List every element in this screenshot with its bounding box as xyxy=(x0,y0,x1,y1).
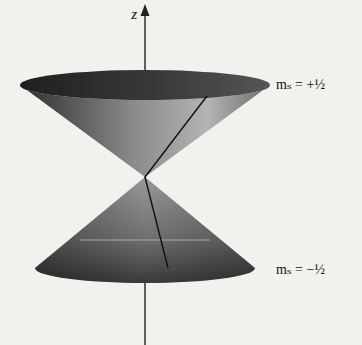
upper-cone-rim xyxy=(20,70,270,100)
quantum-number-label: mₛ = +½ xyxy=(276,77,325,92)
lower-cone xyxy=(35,177,255,283)
spin-vector xyxy=(145,96,207,177)
lower-cone-shade xyxy=(35,177,255,283)
quantum-number-label: mₛ = −½ xyxy=(276,262,325,277)
axis-arrowhead xyxy=(141,4,150,16)
cone-highlight xyxy=(80,240,210,241)
axis-label: z xyxy=(131,6,137,23)
spin-vector xyxy=(145,177,168,268)
